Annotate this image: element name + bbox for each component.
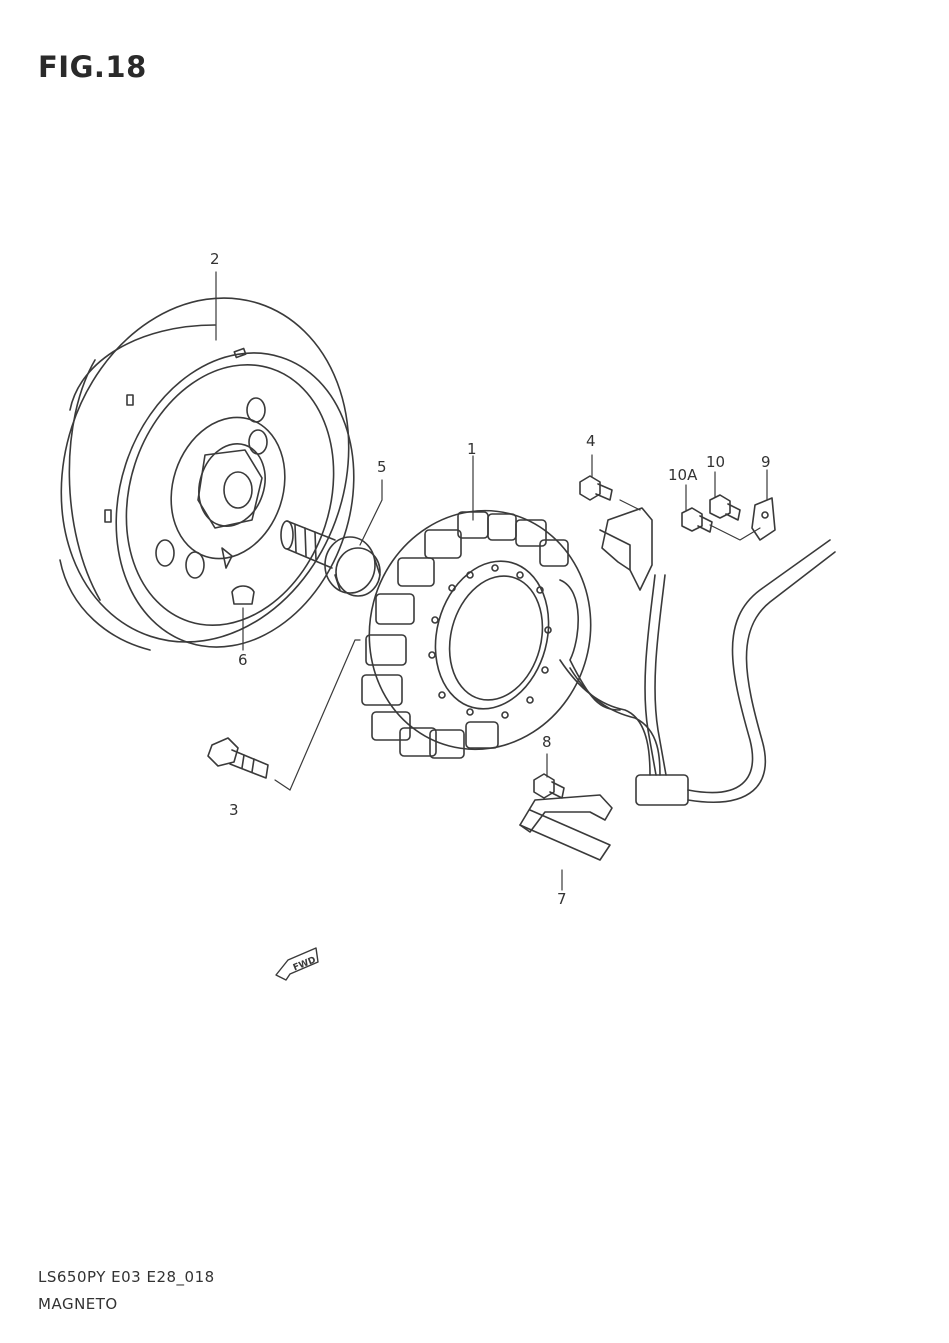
callout-9: 9	[761, 453, 771, 471]
leader-lines	[215, 271, 768, 891]
callout-10: 10	[706, 453, 726, 471]
callout-1: 1	[467, 440, 477, 458]
callout-7: 7	[557, 890, 567, 908]
callout-3: 3	[229, 801, 239, 819]
figure-title: FIG.18	[38, 50, 147, 84]
part-5-flywheel-bolt	[280, 520, 381, 597]
wiring-harness	[559, 539, 836, 806]
part-10-bolt	[709, 494, 741, 521]
part-7-clamp	[519, 794, 613, 861]
part-2-flywheel	[59, 297, 355, 651]
callout-6: 6	[238, 651, 248, 669]
part-9-clamp	[751, 497, 776, 541]
callout-10a: 10A	[668, 466, 698, 484]
part-6-key	[231, 585, 255, 605]
fwd-arrow-icon: FWD	[275, 947, 319, 981]
callout-8: 8	[542, 733, 552, 751]
callout-2: 2	[210, 250, 220, 268]
model-code: LS650PY E03 E28_018	[38, 1268, 215, 1286]
callout-5: 5	[377, 458, 387, 476]
part-8-bolt	[533, 773, 565, 799]
part-4-bolt	[579, 475, 613, 501]
part-3-stator-bolt	[207, 737, 269, 779]
part-1-stator	[361, 509, 621, 759]
part-10a-bolt	[681, 507, 713, 533]
callout-4: 4	[586, 432, 596, 450]
pickup-coil	[599, 507, 653, 591]
section-name: MAGNETO	[38, 1295, 118, 1313]
